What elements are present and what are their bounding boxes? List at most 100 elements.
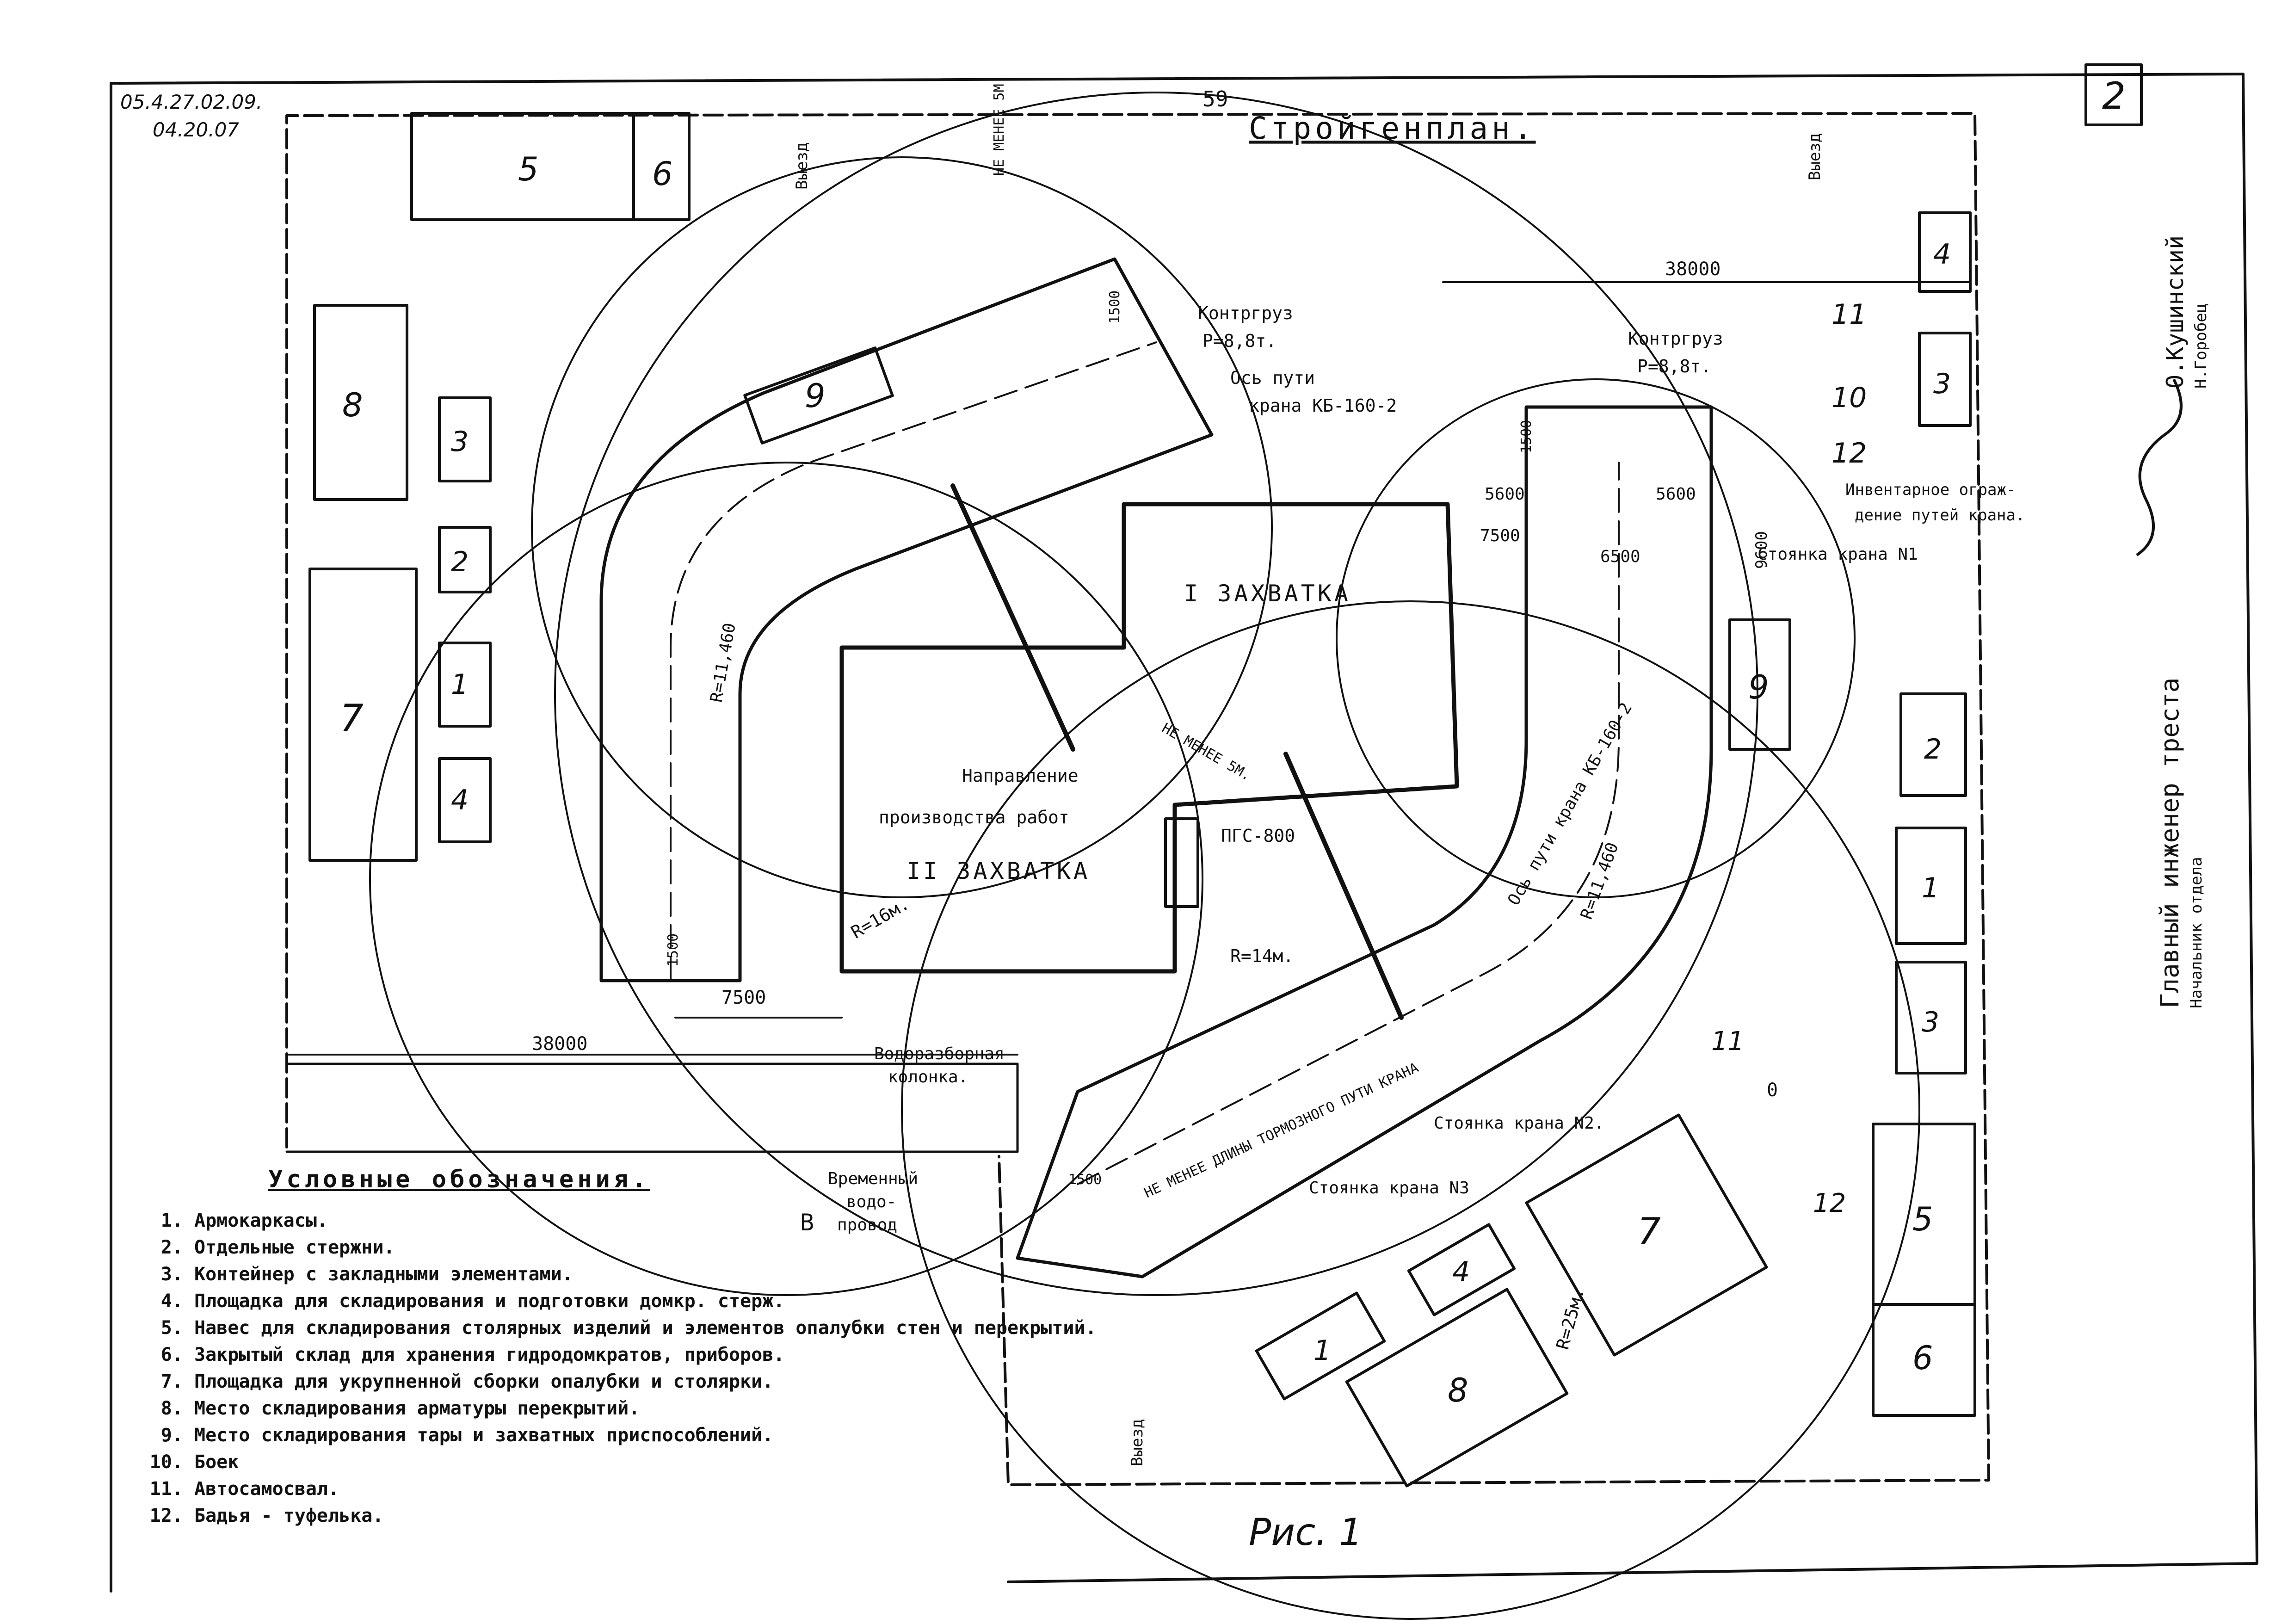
legend-item: Навес для складирования столярных издели… [194, 1315, 1097, 1341]
legend-item: Боек [194, 1449, 1031, 1476]
temp-pipe-l1: Временный [828, 1169, 918, 1188]
direction-label-l2: производства работ [879, 807, 1069, 827]
legend: Условные обозначения. Армокаркасы. Отдел… [153, 1166, 1097, 1529]
signature-role-1: Главный инженер треста [2155, 678, 2184, 1008]
zone-3-right-box [1918, 332, 1972, 427]
zone-num-4-left: 4 [451, 784, 469, 816]
zone-num-5-top: 5 [518, 150, 539, 188]
dim-1500-top: 1500 [1107, 290, 1123, 324]
dim-5600-left: 5600 [1485, 485, 1525, 504]
corner-number-box [2084, 63, 2143, 126]
crane-reach-circle-2 [554, 92, 1758, 1296]
zone-num-6-top: 6 [652, 155, 673, 193]
pgs-800-box [1164, 817, 1199, 908]
legend-item: Место складирования тары и захватных при… [194, 1422, 1031, 1449]
crane-reach-circle-5 [369, 462, 1203, 1296]
hydrant-label-l1: Водоразборная [874, 1044, 1005, 1063]
crane-stop-1: Стоянка крана N1 [1758, 545, 1918, 564]
zone-7-left-box [308, 568, 418, 862]
counterweight-label-2: Контргруз [1628, 328, 1723, 349]
exit-label-bottom: Выезд [1128, 1419, 1147, 1466]
dim-38000-top: 38000 [1665, 259, 1720, 280]
dim-7500-left: 7500 [722, 987, 766, 1008]
legend-item: Место складирования арматуры перекрытий. [194, 1395, 1031, 1422]
zone-4-bottom-box [1407, 1223, 1516, 1316]
legend-item: Площадка для складирования и подготовки … [194, 1288, 1031, 1315]
zone-num-6-right: 6 [1912, 1339, 1933, 1377]
zone-8-left-box [313, 304, 408, 501]
exit-label-top-left: Выезд [793, 142, 811, 190]
zone-num-1-right: 1 [1922, 872, 1939, 904]
counterweight-label-1: Контргруз [1198, 303, 1293, 323]
zone-4-left-box [438, 757, 492, 843]
zone-num-1-left: 1 [451, 668, 469, 701]
zone-num-2-left: 2 [451, 546, 469, 578]
legend-item: Армокаркасы. [194, 1207, 1031, 1234]
zone-num-7-bottom: 7 [1637, 1210, 1661, 1253]
legend-list: Армокаркасы. Отдельные стержни. Контейне… [153, 1207, 1097, 1529]
legend-title: Условные обозначения. [268, 1166, 650, 1193]
crane-boom-2 [1283, 752, 1404, 1020]
dim-1500-left: 1500 [665, 933, 681, 967]
inventory-fence-l1: Инвентарное ограж- [1845, 481, 2016, 499]
zone-9-left-box [743, 346, 894, 445]
temp-pipe-l3: провод [837, 1216, 897, 1235]
zone-num-8-bottom: 8 [1448, 1371, 1468, 1409]
zone-1-label: I ЗАХВАТКА [1184, 580, 1351, 607]
building-outline [839, 502, 1459, 974]
radius-16m: R=16м. [848, 893, 913, 943]
inventory-fence-l2: дение путей крана. [1855, 506, 2025, 525]
page-title: Стройгенплан. [1249, 111, 1536, 146]
zone-num-5-right: 5 [1912, 1200, 1933, 1238]
zone-num-4-right: 4 [1933, 238, 1951, 271]
dim-38000-bottom: 38000 [532, 1033, 587, 1055]
legend-item: Площадка для укрупненной сборки опалубки… [194, 1368, 1031, 1395]
zone-num-9-left: 9 [805, 377, 826, 415]
dim-9600: 9600 [1752, 531, 1771, 569]
zone-num-7-left: 7 [340, 697, 364, 740]
zone-num-12-top: 12 [1832, 437, 1867, 469]
crane-track-1-axis [670, 341, 1157, 982]
legend-item: Контейнер с закладными элементами. [194, 1261, 1031, 1288]
pgs-label: ПГС-800 [1221, 826, 1295, 846]
zone-1-left-box [438, 642, 492, 728]
legend-item: Автосамосвал. [194, 1476, 1031, 1502]
signature-name-2: Н.Горобец [2192, 303, 2210, 389]
crane-reach-circle-4 [901, 600, 1920, 1620]
legend-item: Закрытый склад для хранения гидродомкрат… [194, 1341, 1031, 1368]
signature-name-1: О.Кушинский [2162, 235, 2189, 389]
zone-num-10: 10 [1832, 382, 1867, 414]
radius-11460-left: R=11,460 [707, 622, 739, 704]
crane-boom-1 [950, 483, 1075, 752]
page-number: 59 [1202, 86, 1228, 111]
counterweight-p-1: Р=8,8т. [1202, 331, 1276, 351]
crane-track-2 [1016, 405, 1713, 1278]
dim-1500-right: 1500 [1518, 420, 1535, 453]
zone-num-3-right: 3 [1933, 368, 1951, 400]
signature-role-2: Начальник отдела [2187, 857, 2206, 1008]
zone-num-3-right-lower: 3 [1922, 1006, 1939, 1038]
crane-axis-label-l1: Ось пути [1230, 368, 1315, 388]
figure-caption: Рис. 1 [1249, 1511, 1363, 1554]
zero-mark: 0 [1767, 1080, 1778, 1101]
legend-item: Отдельные стержни. [194, 1234, 1031, 1261]
zone-3-left-box [438, 396, 492, 482]
zone-num-8-left: 8 [342, 386, 363, 424]
zone-1-bottom-box [1255, 1291, 1386, 1401]
zone-2-label: II ЗАХВАТКА [906, 858, 1090, 884]
zone-num-9-right: 9 [1748, 668, 1769, 706]
dim-6500: 6500 [1600, 547, 1640, 566]
b-mark: В [800, 1209, 814, 1236]
dim-7500-right: 7500 [1480, 526, 1520, 545]
zone-6-box [410, 112, 691, 221]
dim-5600-right: 5600 [1656, 485, 1696, 504]
hydrant-label-l2: колонка. [888, 1068, 968, 1087]
radius-25m: R=25м. [1552, 1285, 1588, 1352]
zone-num-12-bottom: 12 [1813, 1188, 1846, 1218]
zone-2-left-box [438, 526, 492, 593]
not-less-5m-mid: НЕ МЕНЕЕ 5М. [1159, 720, 1254, 784]
crane-axis-label-l2: крана КБ-160-2 [1249, 395, 1397, 416]
counterweight-p-2: Р=8,8т. [1637, 356, 1711, 377]
exit-label-top-right: Выезд [1806, 133, 1824, 180]
